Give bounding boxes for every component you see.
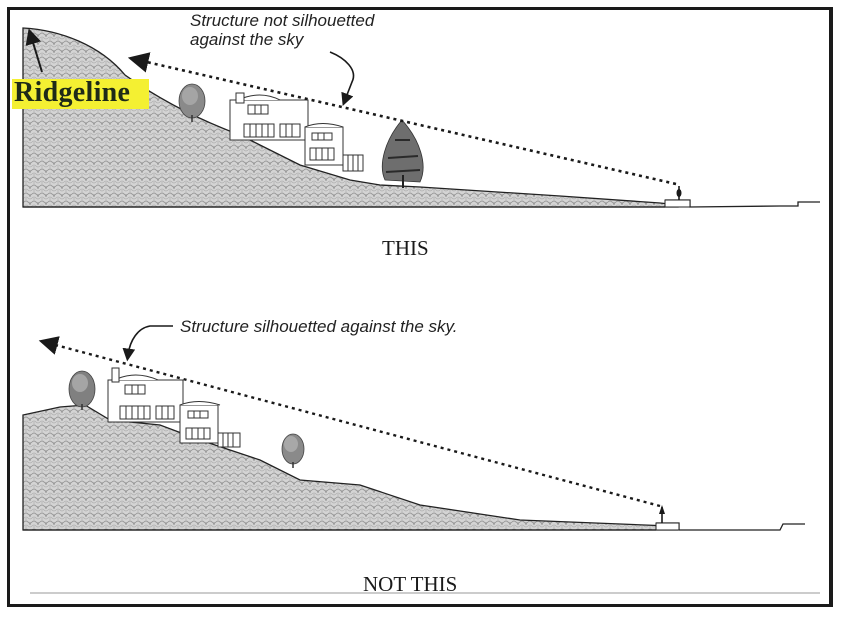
viewer-icon — [659, 505, 665, 523]
viewer-icon — [676, 186, 682, 200]
bottom-caption: NOT THIS — [363, 572, 457, 596]
house-icon — [229, 92, 364, 172]
ridgeline-label: Ridgeline — [14, 77, 131, 108]
bottom-sightline — [38, 336, 661, 508]
tree-icon — [178, 83, 206, 122]
top-sightline — [127, 52, 677, 186]
bottom-hillside — [22, 404, 679, 531]
top-annotation-line1: Structure not silhouetted — [190, 11, 375, 30]
top-caption: THIS — [382, 236, 429, 260]
top-annotation-line2: against the sky — [190, 30, 305, 49]
tree-icon — [281, 433, 305, 468]
tree-icon — [381, 119, 424, 188]
bottom-callout-arrow — [122, 325, 173, 362]
bottom-panel: Structure silhouetted against the sky. N… — [22, 317, 820, 596]
tree-icon — [68, 370, 96, 410]
house-icon — [107, 367, 241, 448]
ridgeline-pointer-arrow — [25, 28, 43, 73]
top-panel: Structure not silhouetted against the sk… — [22, 11, 820, 260]
top-callout-arrow — [329, 51, 355, 106]
top-hillside — [22, 27, 679, 208]
bottom-annotation: Structure silhouetted against the sky. — [180, 317, 458, 336]
ridgeline-highlight — [12, 79, 149, 109]
